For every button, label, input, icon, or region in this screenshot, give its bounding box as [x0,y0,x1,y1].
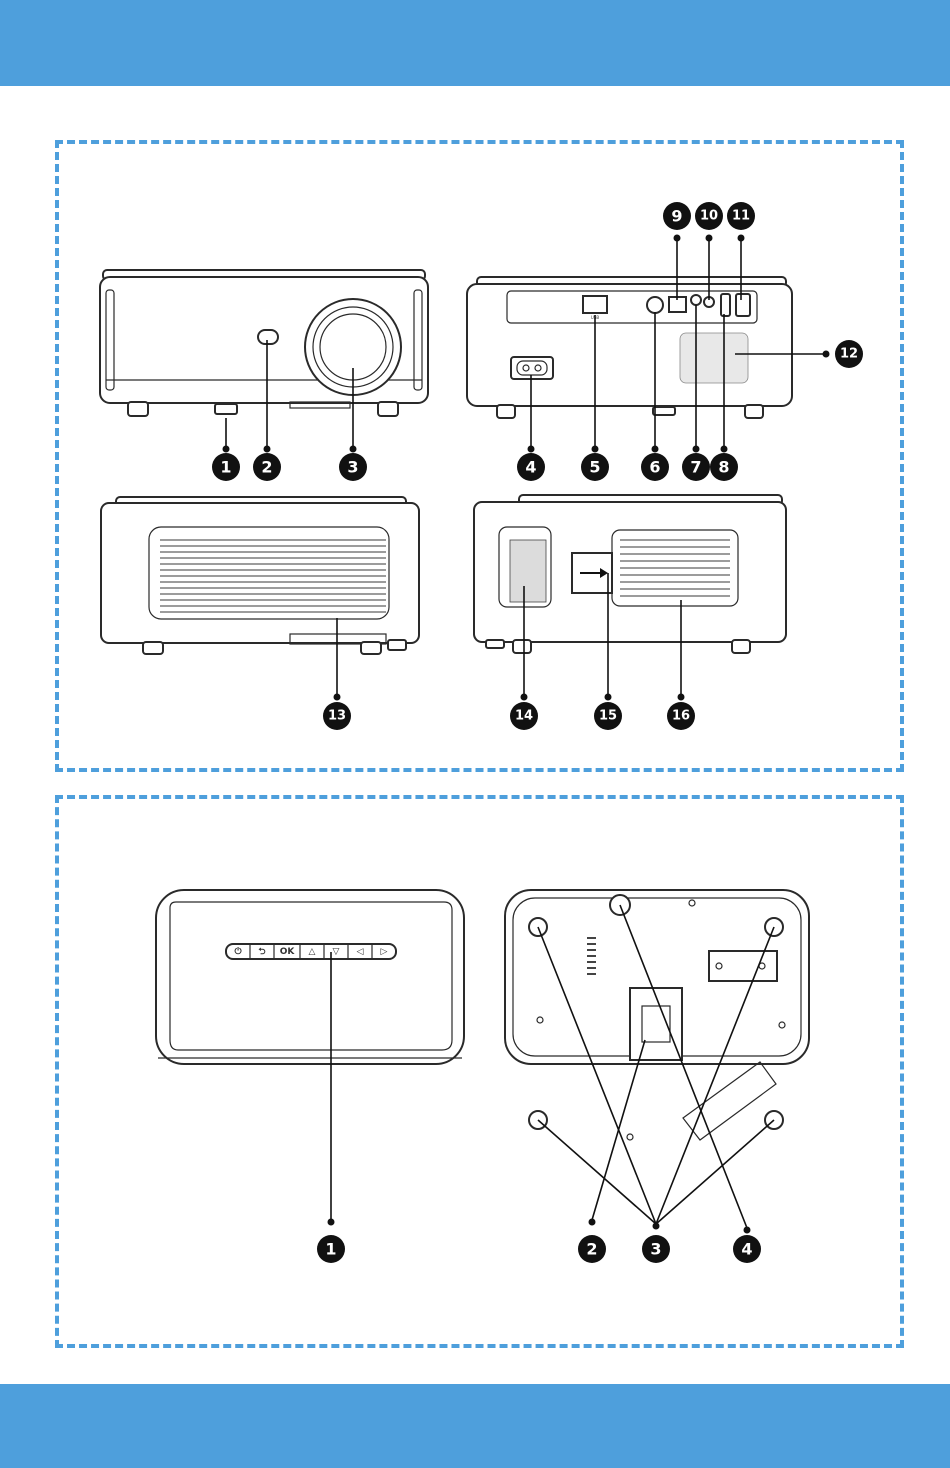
av-port [647,297,663,313]
top-view [156,890,464,1064]
front-view [100,270,428,416]
svg-text:11: 11 [732,209,750,224]
svg-text:10: 10 [700,209,718,224]
svg-text:1: 1 [325,1240,336,1259]
rear-view: USB [467,277,792,418]
svg-text:5: 5 [589,458,600,477]
callout-badge-top-1: 1 [317,1235,345,1263]
down-button-icon: ▽ [333,947,340,957]
callout-badge-bottom-4: 4 [733,1235,761,1263]
svg-text:2: 2 [586,1240,597,1259]
svg-text:2: 2 [261,458,272,477]
svg-text:13: 13 [328,709,346,724]
callout-badge-side-14: 14 [510,702,538,730]
tripod-mount [630,988,682,1060]
callout-badge-rear-4: 4 [517,453,545,481]
right-side-view [474,495,786,653]
up-button-icon: △ [309,947,316,957]
svg-text:4: 4 [741,1240,752,1259]
svg-text:3: 3 [347,458,358,477]
hdmi-port-2 [736,294,750,316]
callout-badge-front-2: 2 [253,453,281,481]
svg-text:16: 16 [672,709,690,724]
callout-badge-bottom-2: 2 [578,1235,606,1263]
left-button-icon: ◁ [357,947,364,957]
svg-text:1: 1 [220,458,231,477]
focus-wheel [215,404,237,414]
power-button-icon: ⏻ [234,946,242,957]
svg-text:6: 6 [649,458,660,477]
callout-badge-rear-7: 7 [682,453,710,481]
svg-text:12: 12 [840,347,858,362]
callout-badge-rear-5: 5 [581,453,609,481]
right-vent-grille [510,540,546,602]
hdmi-port-1 [721,294,730,316]
svg-text:8: 8 [718,458,729,477]
back-button-icon: ⮌ [258,947,265,957]
ok-button-label: OK [280,947,296,957]
callout-badge-bottom-3: 3 [642,1235,670,1263]
callout-badge-front-1: 1 [212,453,240,481]
callout-badge-front-3: 3 [339,453,367,481]
callout-badge-rear-11: 11 [727,202,755,230]
left-side-view [101,497,419,654]
callout-badge-side-16: 16 [667,702,695,730]
svg-text:4: 4 [525,458,536,477]
callout-badge-side-13: 13 [323,702,351,730]
callout-badge-side-15: 15 [594,702,622,730]
audio-port [691,295,701,305]
callout-badge-rear-6: 6 [641,453,669,481]
callout-badge-rear-9: 9 [663,202,691,230]
right-button-icon: ▷ [381,947,388,957]
svg-text:3: 3 [650,1240,661,1259]
svg-text:15: 15 [599,709,617,724]
svg-text:7: 7 [690,458,701,477]
svg-text:14: 14 [515,709,533,724]
ir-receiver-front [258,330,278,344]
callout-badge-rear-12: 12 [835,340,863,368]
bottom-view [505,890,809,1140]
callout-badge-rear-8: 8 [710,453,738,481]
usb-port [583,296,607,313]
speaker-grille [680,333,748,383]
svg-text:9: 9 [671,207,682,226]
callout-badge-rear-10: 10 [695,202,723,230]
